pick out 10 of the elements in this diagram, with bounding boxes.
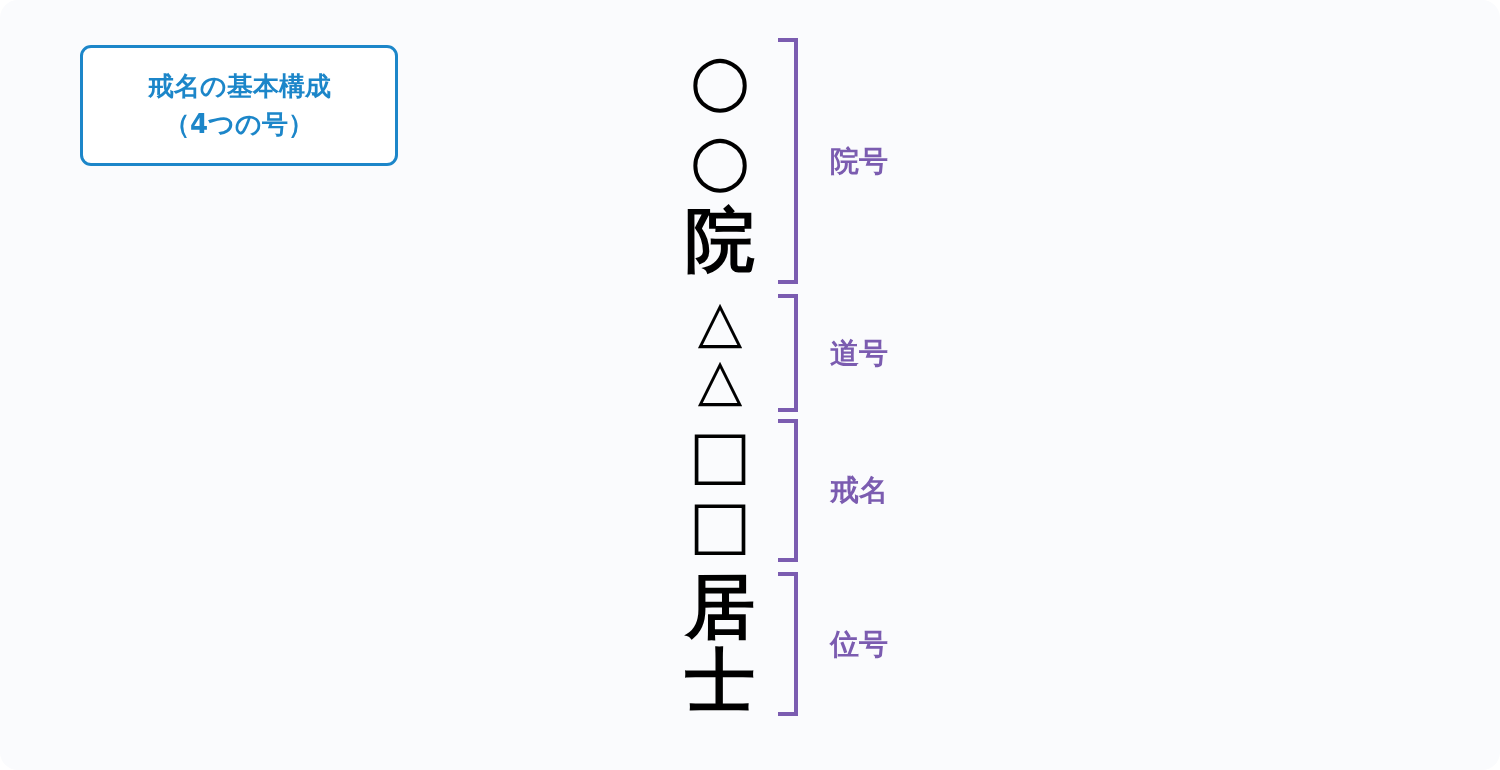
section-label: 戒名	[830, 476, 888, 505]
section-label: 位号	[830, 629, 888, 659]
heading-text: 戒名の基本構成（4つの号）	[146, 69, 332, 141]
vertical-name-text: 居士	[683, 570, 756, 718]
title-box	[80, 45, 398, 166]
section-label: 院号	[830, 146, 888, 176]
vertical-name-text: △△	[696, 292, 744, 408]
section-label: 道号	[830, 338, 888, 368]
vertical-name-text: □□	[687, 419, 753, 559]
vertical-name-text: ○○院	[684, 40, 756, 280]
